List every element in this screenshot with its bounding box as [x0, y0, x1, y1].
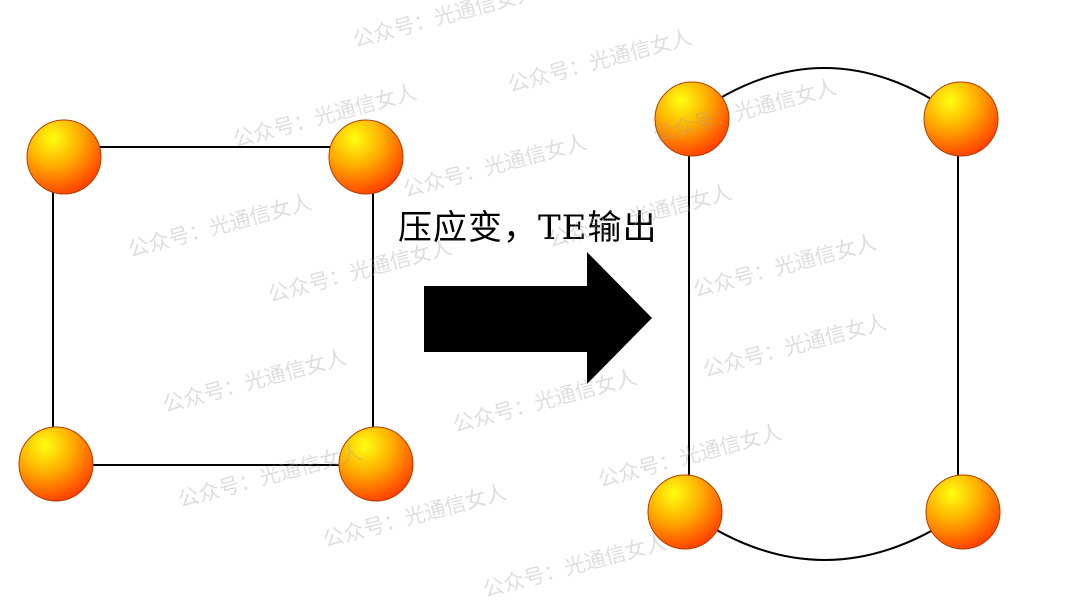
square-cell-outline	[52, 146, 374, 466]
atom-top-right	[923, 81, 999, 157]
transform-arrow	[424, 252, 652, 384]
atom-top-left	[654, 81, 730, 157]
atom-bottom-right	[338, 426, 414, 502]
top-arc	[689, 67, 961, 119]
atom-bottom-left	[18, 426, 94, 502]
atom-bottom-right	[925, 474, 1001, 550]
strained-lattice	[647, 67, 1001, 561]
unstrained-lattice	[18, 119, 414, 502]
atom-top-left	[26, 119, 102, 195]
atom-bottom-left	[647, 474, 723, 550]
atom-top-right	[328, 119, 404, 195]
bottom-arc	[687, 511, 963, 561]
strain-caption: 压应变，TE输出	[398, 208, 658, 248]
